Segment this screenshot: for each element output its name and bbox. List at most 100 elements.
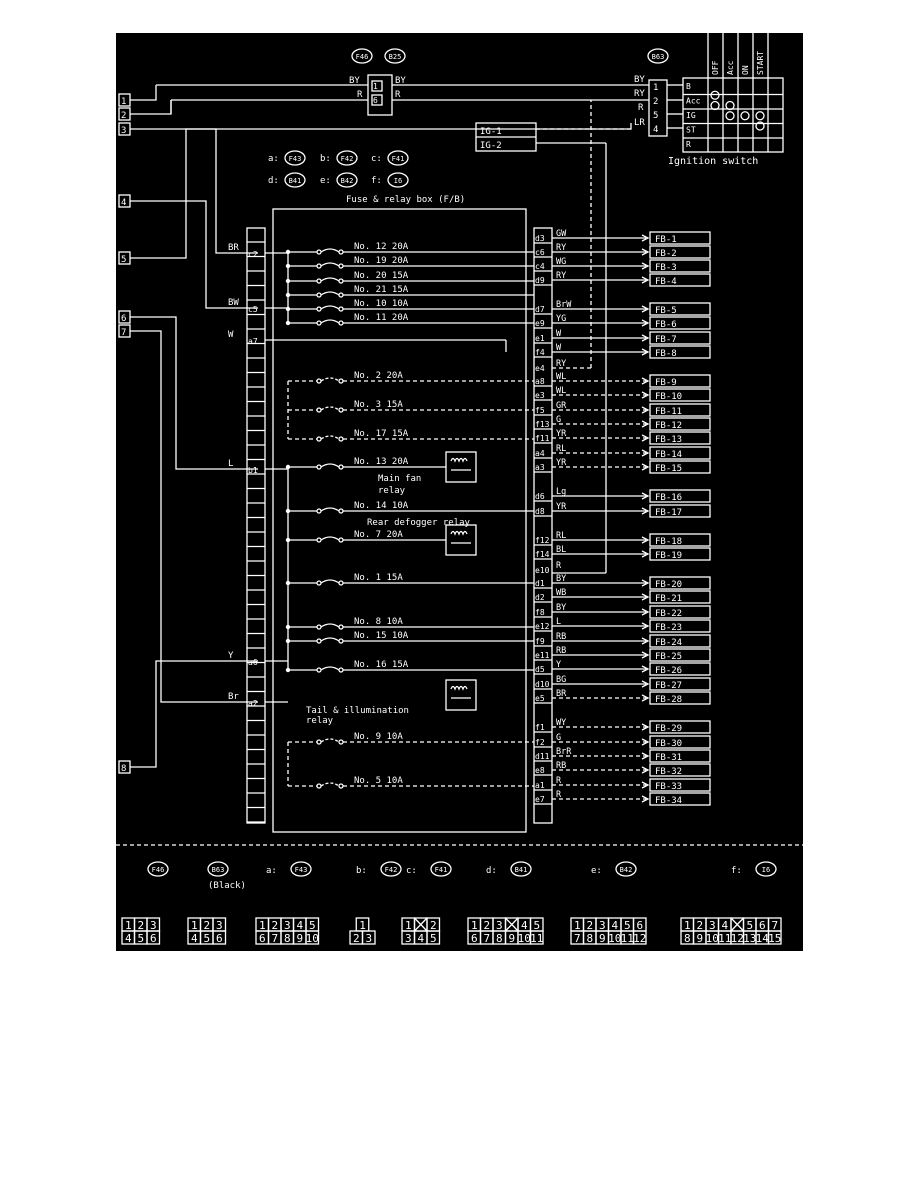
output-color-fb-10: WL (556, 386, 566, 396)
ig-1-label: IG-1 (480, 127, 502, 137)
rear-defogger-relay-box (445, 524, 477, 556)
fb-box-fb-28 (649, 691, 711, 705)
blank-pin-cross (505, 917, 519, 932)
switch-contact (740, 111, 750, 121)
fuse-terminal (316, 378, 322, 384)
pin-number: 2 (137, 919, 144, 932)
bottom-tag-b41-oval (510, 861, 532, 877)
switch-terminal-b: B (686, 82, 691, 91)
fb-box-fb-19 (649, 547, 711, 561)
tail-illumination-relay-box (445, 679, 477, 711)
left-pin-color-c2: BR (228, 243, 239, 253)
fuse-link (320, 305, 340, 310)
pin-number: 9 (508, 932, 515, 945)
fb-label-fb-16: FB-16 (655, 493, 682, 503)
left-terminal-box-4 (118, 194, 131, 208)
left-terminal-box-6 (118, 310, 131, 324)
pin-number: 8 (284, 932, 291, 945)
wire-t4 (130, 200, 258, 309)
pin-1: 1 (373, 82, 378, 91)
pin-number: 5 (746, 919, 753, 932)
bottom-prefix-b42: e: (591, 866, 602, 876)
pin-number: 9 (599, 932, 606, 945)
fuse-link (320, 435, 340, 440)
fb-box-fb-12 (649, 417, 711, 431)
legend-code-f41: F41 (392, 155, 405, 163)
legend-code-i6-oval (387, 172, 409, 188)
output-color-fb-11: GR (556, 401, 567, 411)
output-color-fb-16: Lg (556, 487, 566, 497)
switch-contact (725, 111, 735, 121)
tail-illumination-relay-coil (450, 685, 468, 691)
fuse-link (320, 262, 340, 267)
fuse-terminal (338, 739, 344, 745)
pin-box (371, 80, 383, 92)
right-pin-e12: e12 (535, 622, 550, 631)
fuse-18-symbol (316, 782, 344, 789)
tail-illumination-relay-label: Tail & illumination (306, 706, 409, 716)
right-pin-f4: f4 (535, 348, 545, 357)
output-color-fb-24: RB (556, 632, 566, 642)
fuse-label-9: No. 17 15A (354, 429, 409, 439)
fb-box-fb-20 (649, 576, 711, 590)
arrow-icon (641, 536, 650, 544)
fuse-3-symbol (316, 277, 344, 284)
fuse-link (320, 536, 340, 541)
pin-number: 3 (405, 932, 412, 945)
fb-box-fb-32 (649, 763, 711, 777)
pin-number: 13 (743, 932, 756, 945)
legend-key-b: b: (320, 154, 331, 164)
pin-number: 10 (306, 932, 319, 945)
fuse-5-symbol (316, 305, 344, 312)
wire-color-by: BY (349, 76, 360, 86)
main-fan-relay-label: Main fan (378, 474, 421, 484)
pin-number: 2 (696, 919, 703, 932)
fuse-terminal (338, 249, 344, 255)
junction-dot (285, 306, 291, 312)
pin-number: 10 (706, 932, 719, 945)
fb-label-fb-2: FB-2 (655, 249, 677, 259)
bottom-prefix-f41: c: (406, 866, 417, 876)
pin-cell (426, 930, 441, 945)
legend-key-e: e: (320, 176, 331, 186)
fb-label-fb-7: FB-7 (655, 335, 677, 345)
pin-number: 3 (284, 919, 291, 932)
bottom-tag-f46: F46 (152, 866, 165, 874)
fuse-terminal (338, 436, 344, 442)
pin-number: 6 (150, 932, 157, 945)
switch-terminal-acc: Acc (686, 97, 701, 106)
arrow-icon (641, 492, 650, 500)
left-pin-color-a2: Br (228, 692, 239, 702)
output-color-fb-17: YR (556, 502, 567, 512)
legend-code-b41: B41 (289, 177, 302, 185)
fuse-label-11: No. 14 10A (354, 501, 409, 511)
fb-label-fb-33: FB-33 (655, 782, 682, 792)
legend-code-i6: I6 (394, 177, 402, 185)
fuse-13-symbol (316, 579, 344, 586)
arrow-icon (641, 449, 650, 457)
pin-number: 1 (259, 919, 266, 932)
arrow-icon (641, 723, 650, 731)
right-pin-d8: d8 (535, 507, 545, 516)
ig-output-box (475, 122, 537, 152)
pin-cell (361, 930, 376, 945)
right-pin-f8: f8 (535, 608, 545, 617)
fuse-2-symbol (316, 262, 344, 269)
fb-box-fb-31 (649, 749, 711, 763)
pin-number: 1 (125, 919, 132, 932)
left-terminal-box-2 (118, 107, 131, 121)
b63-pin-5: 5 (653, 111, 658, 121)
pin-number: 12 (633, 932, 646, 945)
fb-box-fb-9 (649, 374, 711, 388)
pin-cell (212, 930, 227, 945)
right-pin-color-e4: RY (556, 359, 566, 369)
output-color-fb-7: W (556, 329, 562, 339)
bottom-tag-f43-oval (290, 861, 312, 877)
pin-number: 6 (216, 932, 223, 945)
pin-number: 3 (216, 919, 223, 932)
fuse-terminal (316, 407, 322, 413)
wire-color-r: R (357, 90, 363, 100)
switch-contact (755, 121, 765, 131)
pin-number: 3 (365, 932, 372, 945)
